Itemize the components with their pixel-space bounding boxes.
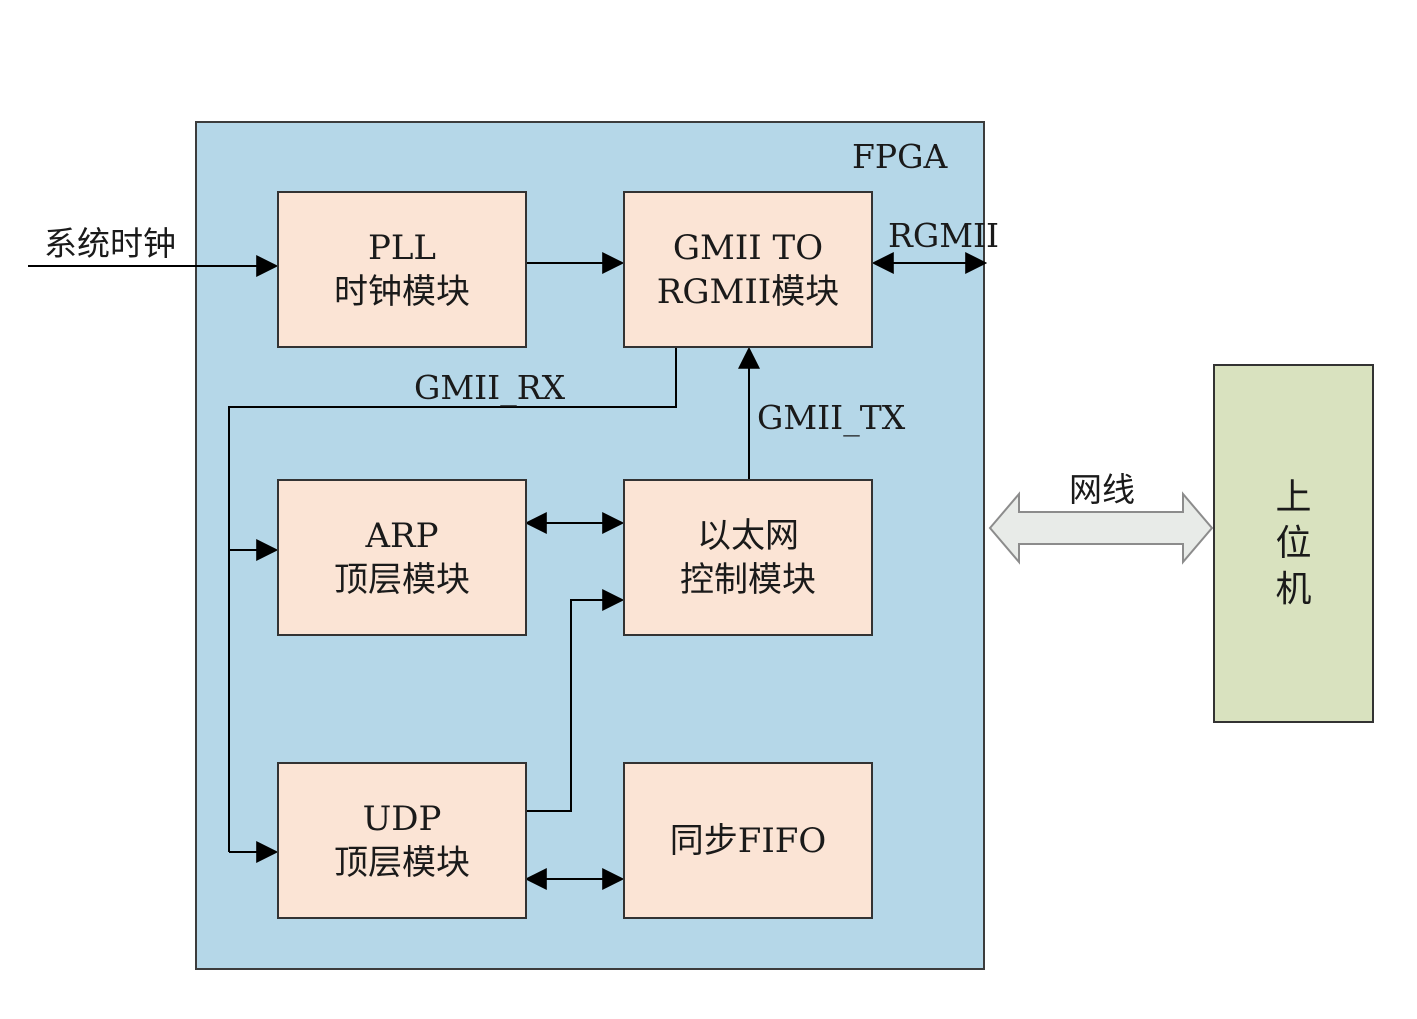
gmii-to-rgmii-block: GMII TO RGMII模块 bbox=[623, 191, 873, 348]
arp-block-line2: 顶层模块 bbox=[334, 559, 470, 600]
pll-block: PLL 时钟模块 bbox=[277, 191, 527, 348]
host-computer-block: 上 位 机 bbox=[1213, 364, 1374, 723]
udp-block-line1: UDP bbox=[362, 798, 442, 839]
pll-block-line2: 时钟模块 bbox=[334, 271, 470, 312]
arp-block-line1: ARP bbox=[365, 515, 439, 556]
eth-ctrl-block: 以太网 控制模块 bbox=[623, 479, 873, 636]
fpga-label: FPGA bbox=[852, 137, 948, 176]
gmii-rx-label: GMII_RX bbox=[414, 368, 566, 407]
host-char-2: 位 bbox=[1275, 522, 1312, 564]
fifo-block: 同步FIFO bbox=[623, 762, 873, 919]
eth-block-line2: 控制模块 bbox=[680, 559, 816, 600]
gmii-rx-line bbox=[228, 348, 677, 852]
gmii-block-line1: GMII TO bbox=[672, 227, 824, 268]
cable-arrow bbox=[988, 491, 1214, 565]
udp-eth-line bbox=[526, 589, 625, 812]
arp-block: ARP 顶层模块 bbox=[277, 479, 527, 636]
host-char-1: 上 bbox=[1275, 476, 1312, 518]
cable-label: 网线 bbox=[1069, 470, 1135, 509]
udp-block: UDP 顶层模块 bbox=[277, 762, 527, 919]
fifo-block-line1: 同步FIFO bbox=[669, 820, 827, 861]
gmii-tx-label: GMII_TX bbox=[757, 398, 906, 437]
host-char-3: 机 bbox=[1275, 568, 1312, 610]
sys-clk-label: 系统时钟 bbox=[44, 224, 176, 263]
pll-block-line1: PLL bbox=[367, 227, 437, 268]
eth-block-line1: 以太网 bbox=[697, 515, 799, 556]
udp-block-line2: 顶层模块 bbox=[334, 842, 470, 883]
gmii-block-line2: RGMII模块 bbox=[656, 271, 840, 312]
rgmii-label: RGMII bbox=[888, 216, 1000, 255]
